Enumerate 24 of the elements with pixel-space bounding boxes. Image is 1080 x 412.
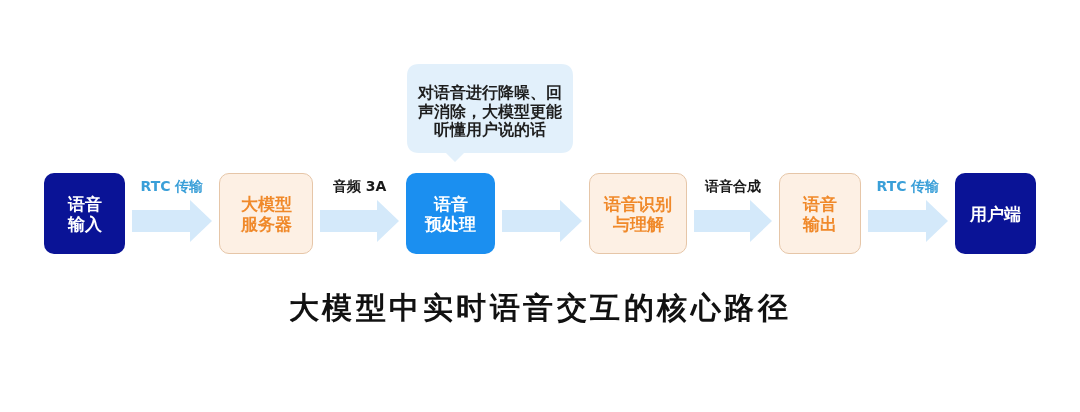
edge-label: RTC 传输 bbox=[138, 178, 206, 194]
edge-label: 语音合成 bbox=[703, 178, 763, 194]
node-label: 语音预处理 bbox=[424, 193, 477, 234]
speech-bubble bbox=[407, 64, 573, 162]
callout-text: 对语音进行降噪、回声消除，大模型更能听懂用户说的话 bbox=[417, 84, 563, 140]
process-box bbox=[589, 173, 687, 254]
node-label: 用户端 bbox=[969, 203, 1022, 224]
arrow bbox=[132, 200, 212, 242]
arrow bbox=[502, 200, 582, 242]
process-box bbox=[406, 173, 495, 254]
node-label: 语音输入 bbox=[66, 193, 103, 234]
edge-label: 音频 3A bbox=[330, 178, 389, 194]
process-box bbox=[779, 173, 861, 254]
caption: 大模型中实时语音交互的核心路径 bbox=[288, 290, 792, 325]
terminal-box bbox=[44, 173, 125, 254]
process-box bbox=[219, 173, 313, 254]
node-label: 大模型服务器 bbox=[239, 193, 293, 234]
node-label: 语音识别与理解 bbox=[603, 193, 673, 234]
arrow bbox=[320, 200, 399, 242]
arrow bbox=[868, 200, 948, 242]
edge-label: RTC 传输 bbox=[874, 178, 942, 194]
terminal-box bbox=[955, 173, 1036, 254]
node-label: 语音输出 bbox=[802, 193, 838, 234]
arrow bbox=[694, 200, 772, 242]
